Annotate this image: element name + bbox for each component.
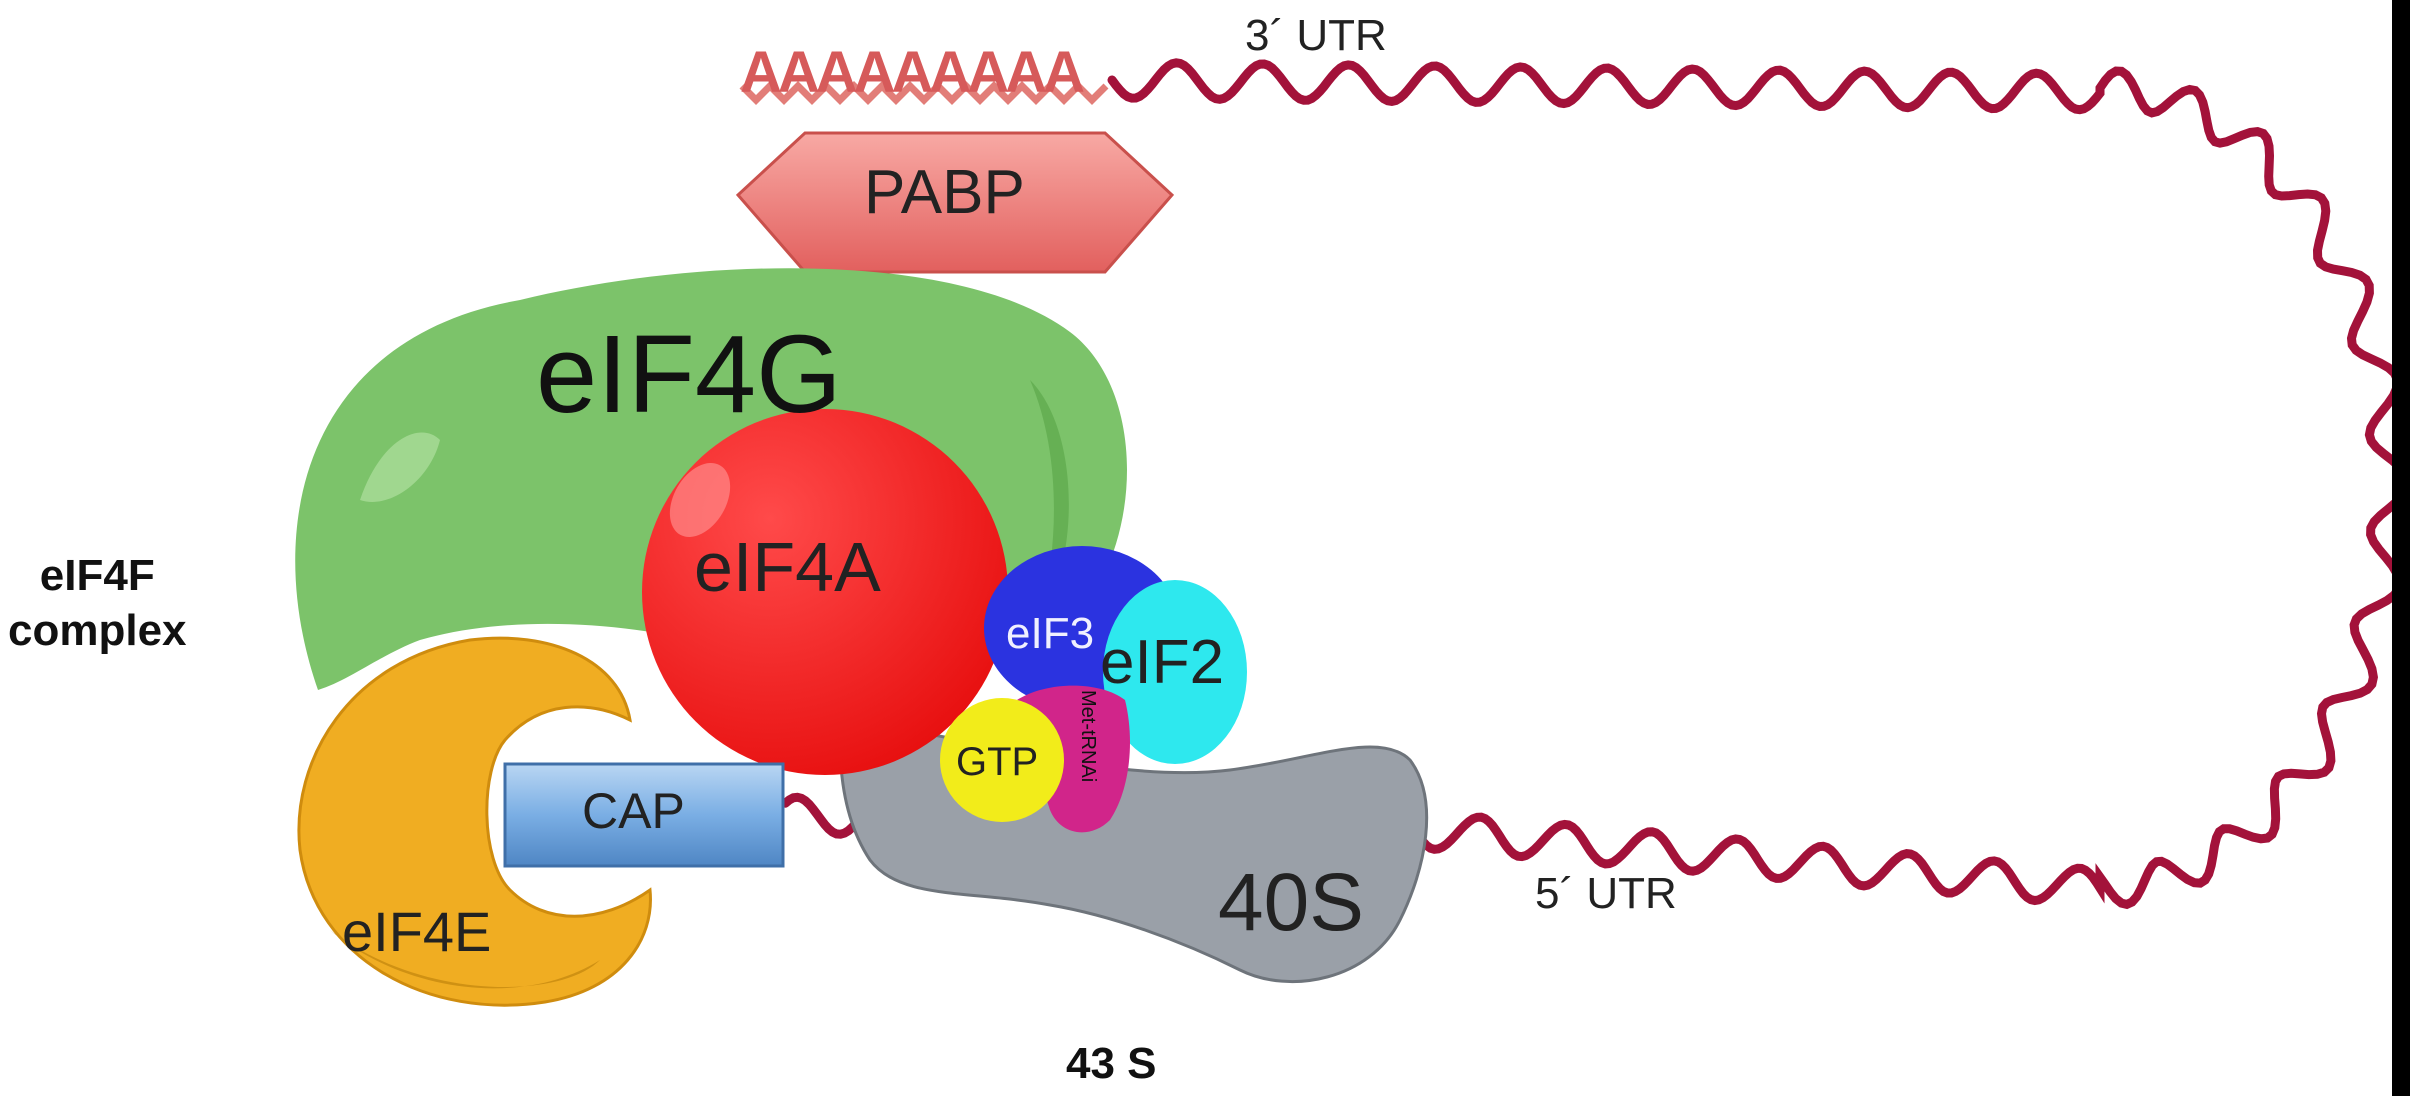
eif4e-label: eIF4E [342, 900, 492, 963]
eif4a-protein [642, 409, 1008, 775]
pabp-label: PABP [864, 158, 1025, 227]
eif2-label: eIF2 [1100, 628, 1225, 697]
met-trna-label: Met-tRNAi [1077, 690, 1099, 783]
gtp-label: GTP [956, 740, 1039, 784]
eif4g-shine [360, 432, 440, 502]
utr3-label: 3´ UTR [1245, 11, 1387, 60]
eif4f-complex-label: eIF4F complex [8, 551, 187, 655]
poly-a-label: AAAAAAAAA [740, 40, 1085, 105]
eif4a-label: eIF4A [694, 528, 881, 606]
eif2-protein [1103, 580, 1247, 764]
cap-structure [503, 762, 785, 868]
utr5-label: 5´ UTR [1535, 869, 1677, 918]
ribosome-40s-label: 40S [1218, 857, 1364, 948]
complex-43s-label: 43 S [1066, 1039, 1157, 1088]
gtp-molecule [940, 698, 1064, 822]
cap-label: CAP [582, 783, 685, 839]
eif4e-protein [297, 636, 652, 1007]
eif3-label: eIF3 [1006, 609, 1095, 658]
poly-a-tail [739, 81, 1109, 105]
eif4a-shine [669, 463, 731, 537]
eif4g-label: eIF4G [536, 313, 842, 436]
